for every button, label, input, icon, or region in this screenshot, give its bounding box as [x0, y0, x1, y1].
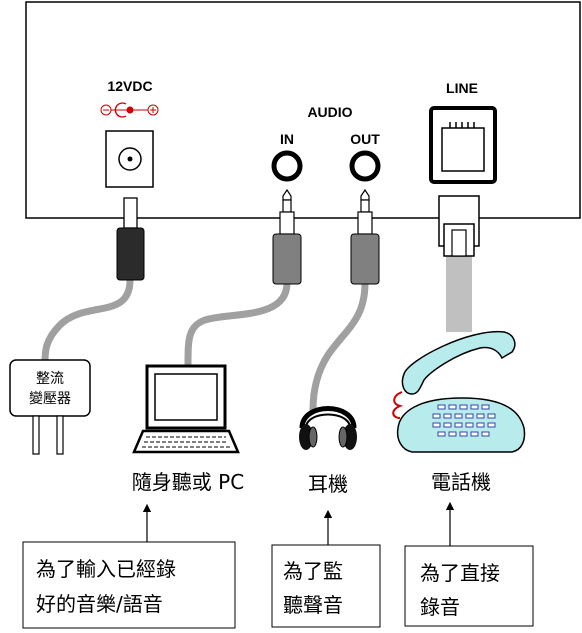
audio-label: AUDIO: [307, 104, 352, 120]
svg-text:為了直接: 為了直接: [420, 561, 500, 585]
svg-text:為了輸入已經錄: 為了輸入已經錄: [36, 557, 176, 581]
line-plug[interactable]: [438, 195, 480, 257]
audio-out-cable: [309, 279, 369, 414]
out-label: OUT: [350, 131, 380, 147]
dc-jack[interactable]: [105, 130, 154, 188]
audio-out-plug[interactable]: [350, 188, 380, 285]
svg-text:好的音樂/語音: 好的音樂/語音: [36, 592, 163, 616]
line-cable: [446, 256, 472, 332]
phone-label: 電話機: [431, 470, 491, 494]
svg-text:為了監: 為了監: [283, 559, 343, 583]
note-record: 為了直接 錄音: [404, 545, 534, 627]
audio-out-jack[interactable]: [349, 150, 381, 182]
ac-adapter: [9, 359, 91, 455]
polarity-icon: [100, 102, 159, 118]
note-input: 為了輸入已經錄 好的音樂/語音: [22, 541, 236, 629]
laptop-icon: [132, 364, 240, 454]
adapter-label-2: 變壓器: [29, 391, 71, 407]
svg-text:聽聲音: 聽聲音: [283, 593, 343, 617]
audio-in-plug[interactable]: [272, 188, 302, 285]
headphones-label: 耳機: [308, 472, 348, 496]
power-cable: [41, 276, 134, 366]
line-jack[interactable]: [429, 106, 497, 184]
telephone-icon: [392, 331, 526, 453]
audio-in-cable: [184, 279, 291, 369]
power-plug[interactable]: [116, 197, 145, 281]
note-monitor: 為了監 聽聲音: [271, 544, 381, 628]
headphones-icon: [299, 406, 357, 450]
audio-in-jack[interactable]: [271, 150, 303, 182]
pc-label: 隨身聽或 PC: [132, 470, 244, 494]
svg-text:錄音: 錄音: [420, 595, 460, 619]
in-label: IN: [280, 131, 294, 147]
adapter-label-1: 整流: [36, 371, 64, 387]
power-label: 12VDC: [107, 78, 152, 94]
line-label: LINE: [446, 80, 478, 96]
